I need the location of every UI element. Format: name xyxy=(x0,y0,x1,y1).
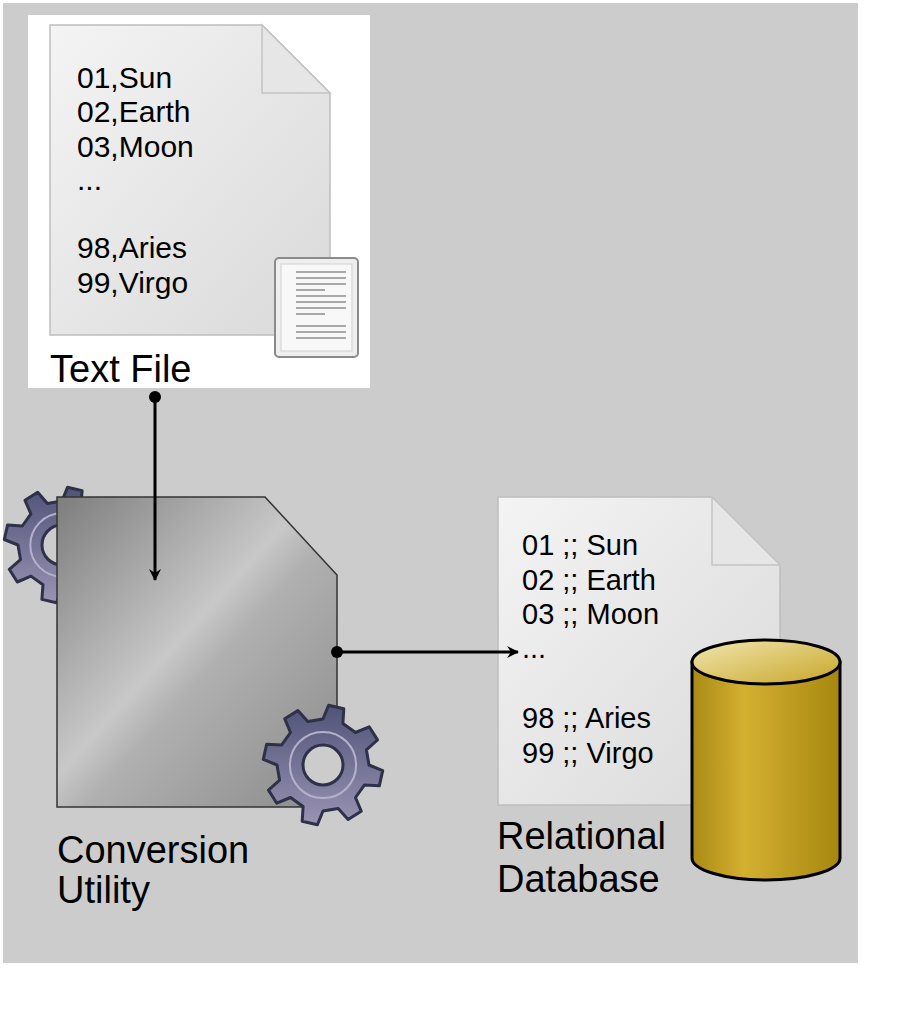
icon-line xyxy=(296,295,346,297)
record-line: 98 ;; Aries xyxy=(522,701,651,735)
gear-ring xyxy=(290,732,356,798)
text-file-panel xyxy=(28,15,370,388)
flow-arrow xyxy=(331,646,518,658)
icon-line xyxy=(296,271,346,273)
text-file-node: 01,Sun02,Earth03,Moon... 98,Aries99,Virgo… xyxy=(28,15,370,388)
record-line: 02,Earth xyxy=(77,95,190,129)
conversion-utility-node: Conversion Utility xyxy=(57,497,337,807)
arrow-origin-dot xyxy=(331,646,343,658)
icon-line xyxy=(296,289,325,291)
arrow-origin-dot xyxy=(149,391,161,403)
record-line: 99 ;; Virgo xyxy=(522,736,654,770)
arrow-line xyxy=(337,651,518,654)
arrow-line xyxy=(154,397,157,580)
record-line: 01,Sun xyxy=(77,61,172,95)
icon-line xyxy=(296,283,346,285)
gear-body xyxy=(263,705,382,824)
icon-line xyxy=(296,301,346,303)
icon-line xyxy=(296,307,346,309)
document-icon xyxy=(275,258,358,357)
icon-line xyxy=(296,331,346,333)
node-label: Relational Database xyxy=(497,815,666,901)
gear xyxy=(263,705,382,824)
background xyxy=(3,3,858,963)
record-line: 02 ;; Earth xyxy=(522,563,656,597)
icon-line xyxy=(296,325,346,327)
icon-line xyxy=(296,313,325,315)
record-line: 01 ;; Sun xyxy=(522,528,638,562)
record-line: 99,Virgo xyxy=(77,266,188,300)
record-line: 03,Moon xyxy=(77,130,194,164)
flow-arrow xyxy=(149,391,161,580)
icon-line xyxy=(296,337,346,339)
record-line: ... xyxy=(522,631,546,665)
page-fold xyxy=(712,497,780,565)
node-label: Conversion Utility xyxy=(57,830,249,910)
database-node: 01 ;; Sun02 ;; Earth03 ;; Moon... 98 ;; A… xyxy=(498,497,780,805)
page-fold xyxy=(262,25,330,93)
node-label: Text File xyxy=(50,349,191,389)
icon-line xyxy=(296,277,346,279)
record-line: 98,Aries xyxy=(77,231,187,265)
gear-hole xyxy=(303,745,343,785)
record-line: ... xyxy=(77,163,102,197)
database-cylinder xyxy=(692,640,840,880)
record-line: 03 ;; Moon xyxy=(522,597,659,631)
